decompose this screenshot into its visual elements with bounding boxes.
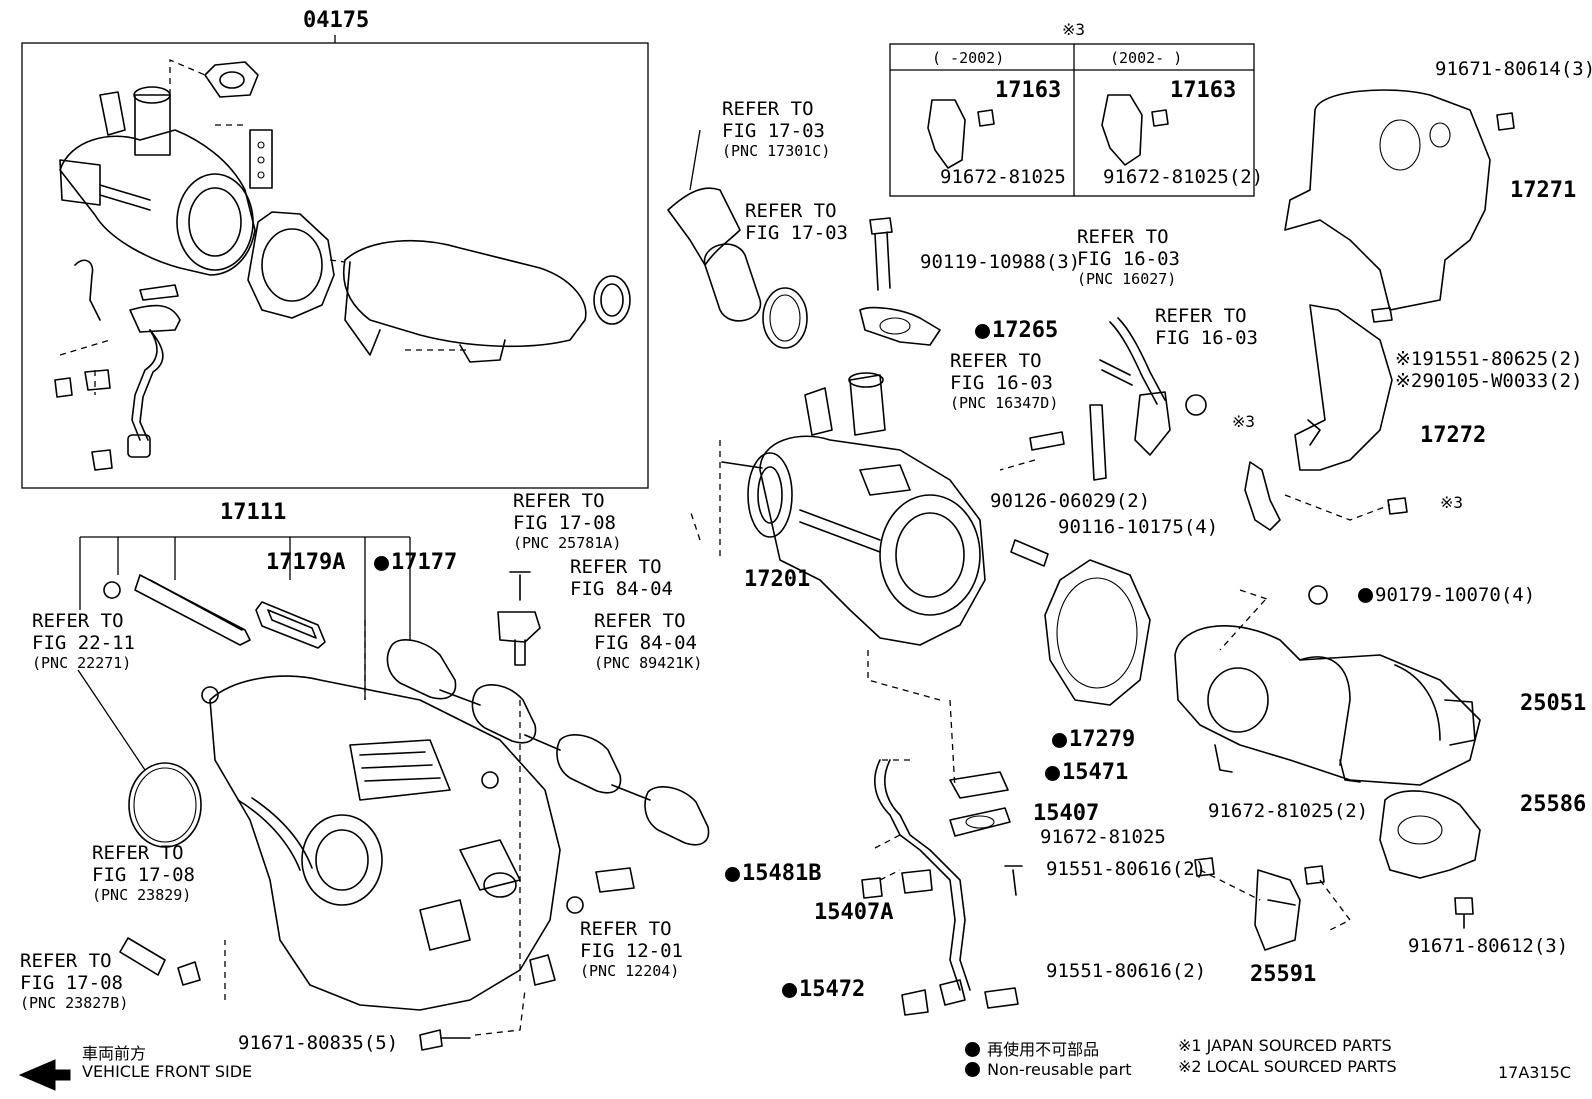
ref-16347d: REFER TO FIG 16-03 (PNC 16347D)	[950, 350, 1059, 412]
gasket-17177	[386, 639, 710, 846]
label-90179-10070: 90179-10070(4)	[1358, 584, 1535, 606]
label-25591: 25591	[1250, 962, 1317, 987]
label-90126-06029: 90126-06029(2)	[990, 490, 1151, 512]
label-25051: 25051	[1520, 691, 1587, 716]
ref-23827b: REFER TO FIG 17-08 (PNC 23827B)	[20, 950, 129, 1012]
label-15407a: 15407A	[814, 900, 894, 925]
manifold-drawing	[201, 675, 584, 1011]
label-90116-10175: 90116-10175(4)	[1058, 516, 1219, 538]
label-mark3-a: ※3	[1232, 412, 1256, 431]
ref-16-03-b: REFER TO FIG 16-03	[1155, 305, 1258, 349]
inset-marker: ※3	[1062, 20, 1086, 39]
label-91551-80616-b: 91551-80616(2)	[1046, 960, 1207, 982]
ref-25781a: REFER TO FIG 17-08 (PNC 25781A)	[513, 490, 622, 552]
label-17201: 17201	[744, 567, 811, 592]
ref-84-04-a: REFER TO FIG 84-04	[570, 556, 673, 600]
box-turbo-drawing	[54, 59, 631, 471]
label-17265: 17265	[975, 318, 1058, 343]
label-90119-10988: 90119-10988(3)	[920, 251, 1081, 273]
label-17279: 17279	[1052, 727, 1135, 752]
front-arrow-icon	[18, 1059, 71, 1091]
turbo-17201-drawing	[721, 372, 986, 646]
label-17177: 17177	[374, 550, 457, 575]
label-17271: 17271	[1510, 178, 1577, 203]
legend-note-1: ※1 JAPAN SOURCED PARTS	[1178, 1036, 1392, 1055]
label-91671-80614: 91671-80614(3)	[1435, 58, 1592, 80]
direction-en: VEHICLE FRONT SIDE	[82, 1062, 253, 1081]
inset-left-bolt: 91672-81025	[940, 166, 1066, 188]
ref-12204: REFER TO FIG 12-01 (PNC 12204)	[580, 918, 683, 980]
label-17272: 17272	[1420, 423, 1487, 448]
label-91672-81025-2: 91672-81025(2)	[1208, 800, 1369, 822]
ref-23829: REFER TO FIG 17-08 (PNC 23829)	[92, 842, 195, 904]
inset-left-header: ( -2002)	[932, 49, 1005, 67]
inset-left-bracket: 17163	[995, 78, 1062, 103]
ref-16027: REFER TO FIG 16-03 (PNC 16027)	[1077, 226, 1180, 288]
inset-right-header: (2002- )	[1110, 49, 1183, 67]
label-25586: 25586	[1520, 792, 1587, 817]
diagram-code: 17A315C	[1498, 1063, 1572, 1082]
label-17179a: 17179A	[266, 550, 346, 575]
label-15481b: 15481B	[725, 861, 821, 886]
ref-17-03-b: REFER TO FIG 17-03	[745, 200, 848, 244]
inset-right-bracket: 17163	[1170, 78, 1237, 103]
label-17111: 17111	[220, 500, 287, 525]
direction-jp: 車両前方	[82, 1044, 147, 1063]
ref-89421k: REFER TO FIG 84-04 (PNC 89421K)	[594, 610, 703, 672]
label-191551-80625: ※191551-80625(2)	[1395, 348, 1583, 370]
converter-25051-drawing	[1174, 625, 1481, 786]
ref-17301c: REFER TO FIG 17-03 (PNC 17301C)	[722, 98, 831, 160]
inset-frame	[889, 43, 1255, 197]
label-04175: 04175	[303, 8, 370, 33]
legend-nonreusable-jp: 再使用不可部品	[965, 1036, 1099, 1060]
label-91671-80612: 91671-80612(3)	[1408, 935, 1569, 957]
label-290105-w0033: ※290105-W0033(2)	[1395, 370, 1583, 392]
label-91672-81025: 91672-81025	[1040, 826, 1166, 848]
inset-right-bolt: 91672-81025(2)	[1103, 166, 1264, 188]
assembly-box-04175	[21, 42, 649, 489]
legend-note-2: ※2 LOCAL SOURCED PARTS	[1178, 1057, 1397, 1076]
label-91671-80835: 91671-80835(5)	[238, 1032, 399, 1054]
label-15472: 15472	[782, 977, 865, 1002]
label-mark3-b: ※3	[1440, 493, 1464, 512]
label-15407: 15407	[1033, 801, 1100, 826]
label-91551-80616-a: 91551-80616(2)	[1046, 858, 1207, 880]
label-15471: 15471	[1045, 760, 1128, 785]
legend-nonreusable-en: Non-reusable part	[965, 1060, 1131, 1079]
ref-22271: REFER TO FIG 22-11 (PNC 22271)	[32, 610, 135, 672]
